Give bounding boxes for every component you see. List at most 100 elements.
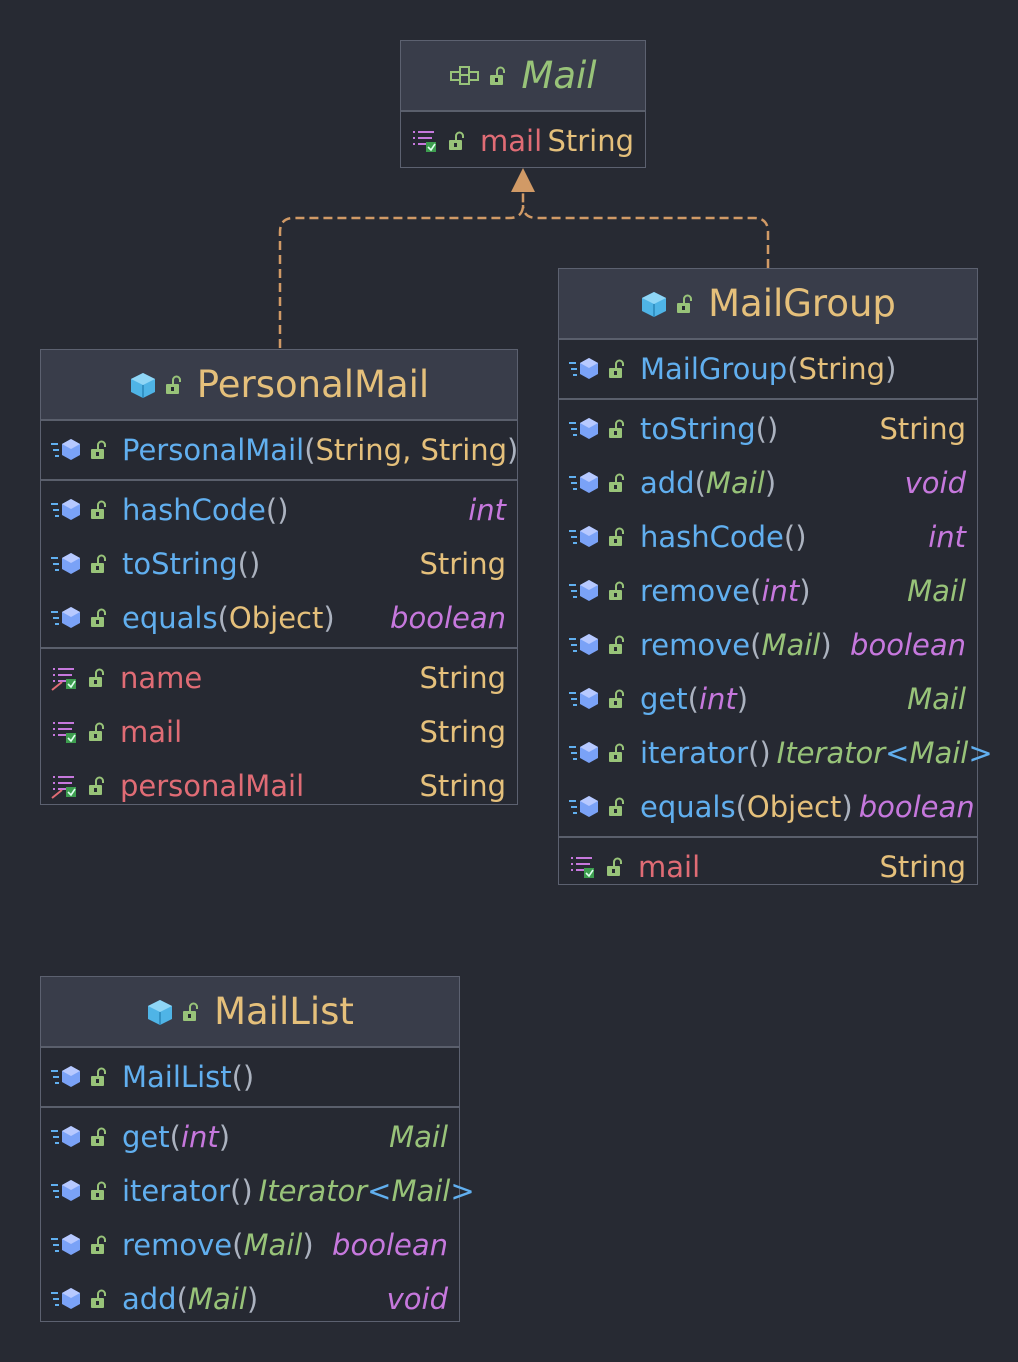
class-icon: [146, 998, 174, 1026]
lock-open-icon: [180, 1001, 200, 1023]
method-name: remove: [640, 574, 751, 608]
constructor-row[interactable]: MailList(): [41, 1050, 459, 1104]
lock-open-icon: [606, 796, 626, 818]
lock-open-icon: [86, 721, 106, 743]
return-type: void: [386, 1282, 448, 1316]
param-type: int: [180, 1120, 219, 1154]
mail-interface-header: Mail: [401, 41, 645, 112]
lock-open-icon: [606, 526, 626, 548]
method-row[interactable]: hashCode() int: [41, 483, 517, 537]
lock-open-icon: [606, 580, 626, 602]
method-icon: [568, 578, 600, 604]
method-row[interactable]: equals(Object) boolean: [41, 591, 517, 645]
method-icon: [50, 1064, 82, 1090]
field-icon: [568, 853, 598, 881]
method-row[interactable]: remove(Mail) boolean: [559, 618, 977, 672]
paren-close: ): [885, 352, 897, 386]
method-row[interactable]: toString() String: [559, 402, 977, 456]
field-row[interactable]: personalMail String: [41, 759, 517, 813]
paren-open: (: [787, 352, 799, 386]
generic-close: >: [968, 736, 993, 770]
field-type: String: [547, 124, 634, 158]
paren-open: (: [735, 790, 747, 824]
mailgroup-implements-mail-edge: [521, 204, 770, 268]
method-name: get: [122, 1120, 170, 1154]
method-args: (): [237, 547, 261, 581]
method-name: equals: [122, 601, 218, 635]
method-row[interactable]: toString() String: [41, 537, 517, 591]
return-arg: Mail: [391, 1174, 451, 1208]
method-row[interactable]: add(Mail) void: [559, 456, 977, 510]
method-row[interactable]: get(int) Mail: [559, 672, 977, 726]
paren-close: ): [323, 601, 335, 635]
field-icon: [410, 127, 440, 155]
method-args: (): [265, 493, 289, 527]
constructor-name: PersonalMail: [122, 433, 305, 467]
maillist-header: MailList: [41, 977, 459, 1048]
mail-interface-box[interactable]: Mail mail String: [400, 40, 646, 168]
field-type: String: [419, 769, 506, 803]
lock-open-icon: [606, 634, 626, 656]
field-row[interactable]: name String: [41, 651, 517, 705]
method-icon: [50, 497, 82, 523]
field-icon: [50, 664, 80, 692]
method-icon: [568, 740, 600, 766]
method-name: remove: [122, 1228, 233, 1262]
param-type: Object: [746, 790, 842, 824]
method-row[interactable]: hashCode() int: [559, 510, 977, 564]
lock-open-icon: [88, 1234, 108, 1256]
field-row[interactable]: mail String: [559, 840, 977, 894]
param-type: int: [761, 574, 800, 608]
lock-open-icon: [88, 1180, 108, 1202]
field-row[interactable]: mail String: [401, 114, 645, 168]
field-row[interactable]: mail String: [41, 705, 517, 759]
method-row[interactable]: equals(Object) boolean: [559, 780, 977, 834]
field-name: mail: [480, 124, 543, 158]
lock-open-icon: [88, 1126, 108, 1148]
return-type: Iterator<Mail>: [777, 736, 993, 770]
method-name: add: [640, 466, 695, 500]
mailgroup-class-box[interactable]: MailGroup MailGroup(String) toString() S…: [558, 268, 993, 885]
personalmail-implements-mail-edge: [278, 192, 525, 348]
method-row[interactable]: remove(Mail) boolean: [41, 1218, 459, 1272]
field-name: mail: [638, 850, 701, 884]
class-title: PersonalMail: [196, 363, 430, 406]
lock-open-icon: [604, 856, 624, 878]
method-icon: [50, 605, 82, 631]
constructors-section: MailGroup(String): [559, 340, 977, 400]
paren-open: (: [217, 601, 229, 635]
lock-open-icon: [88, 1288, 108, 1310]
method-name: iterator: [640, 736, 748, 770]
method-name: hashCode: [122, 493, 266, 527]
constructors-section: PersonalMail(String, String): [41, 421, 519, 481]
param-type: Mail: [243, 1228, 303, 1262]
paren-close: ): [507, 433, 519, 467]
method-row[interactable]: get(int) Mail: [41, 1110, 459, 1164]
constructor-row[interactable]: PersonalMail(String, String): [41, 423, 519, 477]
lock-open-icon: [86, 775, 106, 797]
paren-close: ): [799, 574, 811, 608]
lock-open-icon: [446, 130, 466, 152]
fields-section: mail String: [559, 838, 977, 896]
method-row[interactable]: add(Mail) void: [41, 1272, 459, 1326]
lock-open-icon: [487, 65, 507, 87]
return-type: void: [904, 466, 966, 500]
field-type: String: [419, 661, 506, 695]
param-type: Mail: [187, 1282, 247, 1316]
return-type: boolean: [390, 601, 506, 635]
method-row[interactable]: remove(int) Mail: [559, 564, 977, 618]
method-icon: [50, 1286, 82, 1312]
method-name: get: [640, 682, 688, 716]
method-row[interactable]: iterator() Iterator<Mail>: [559, 726, 993, 780]
return-type: boolean: [850, 628, 966, 662]
method-row[interactable]: iterator() Iterator<Mail>: [41, 1164, 475, 1218]
generic-open: <: [885, 736, 910, 770]
paren-close: ): [820, 628, 832, 662]
lock-open-icon: [88, 1066, 108, 1088]
maillist-class-box[interactable]: MailList MailList() get(int) Mail iterat…: [40, 976, 475, 1322]
personalmail-class-box[interactable]: PersonalMail PersonalMail(String, String…: [40, 349, 518, 805]
field-name: personalMail: [120, 769, 305, 803]
constructor-row[interactable]: MailGroup(String): [559, 342, 977, 396]
lock-open-icon: [88, 499, 108, 521]
